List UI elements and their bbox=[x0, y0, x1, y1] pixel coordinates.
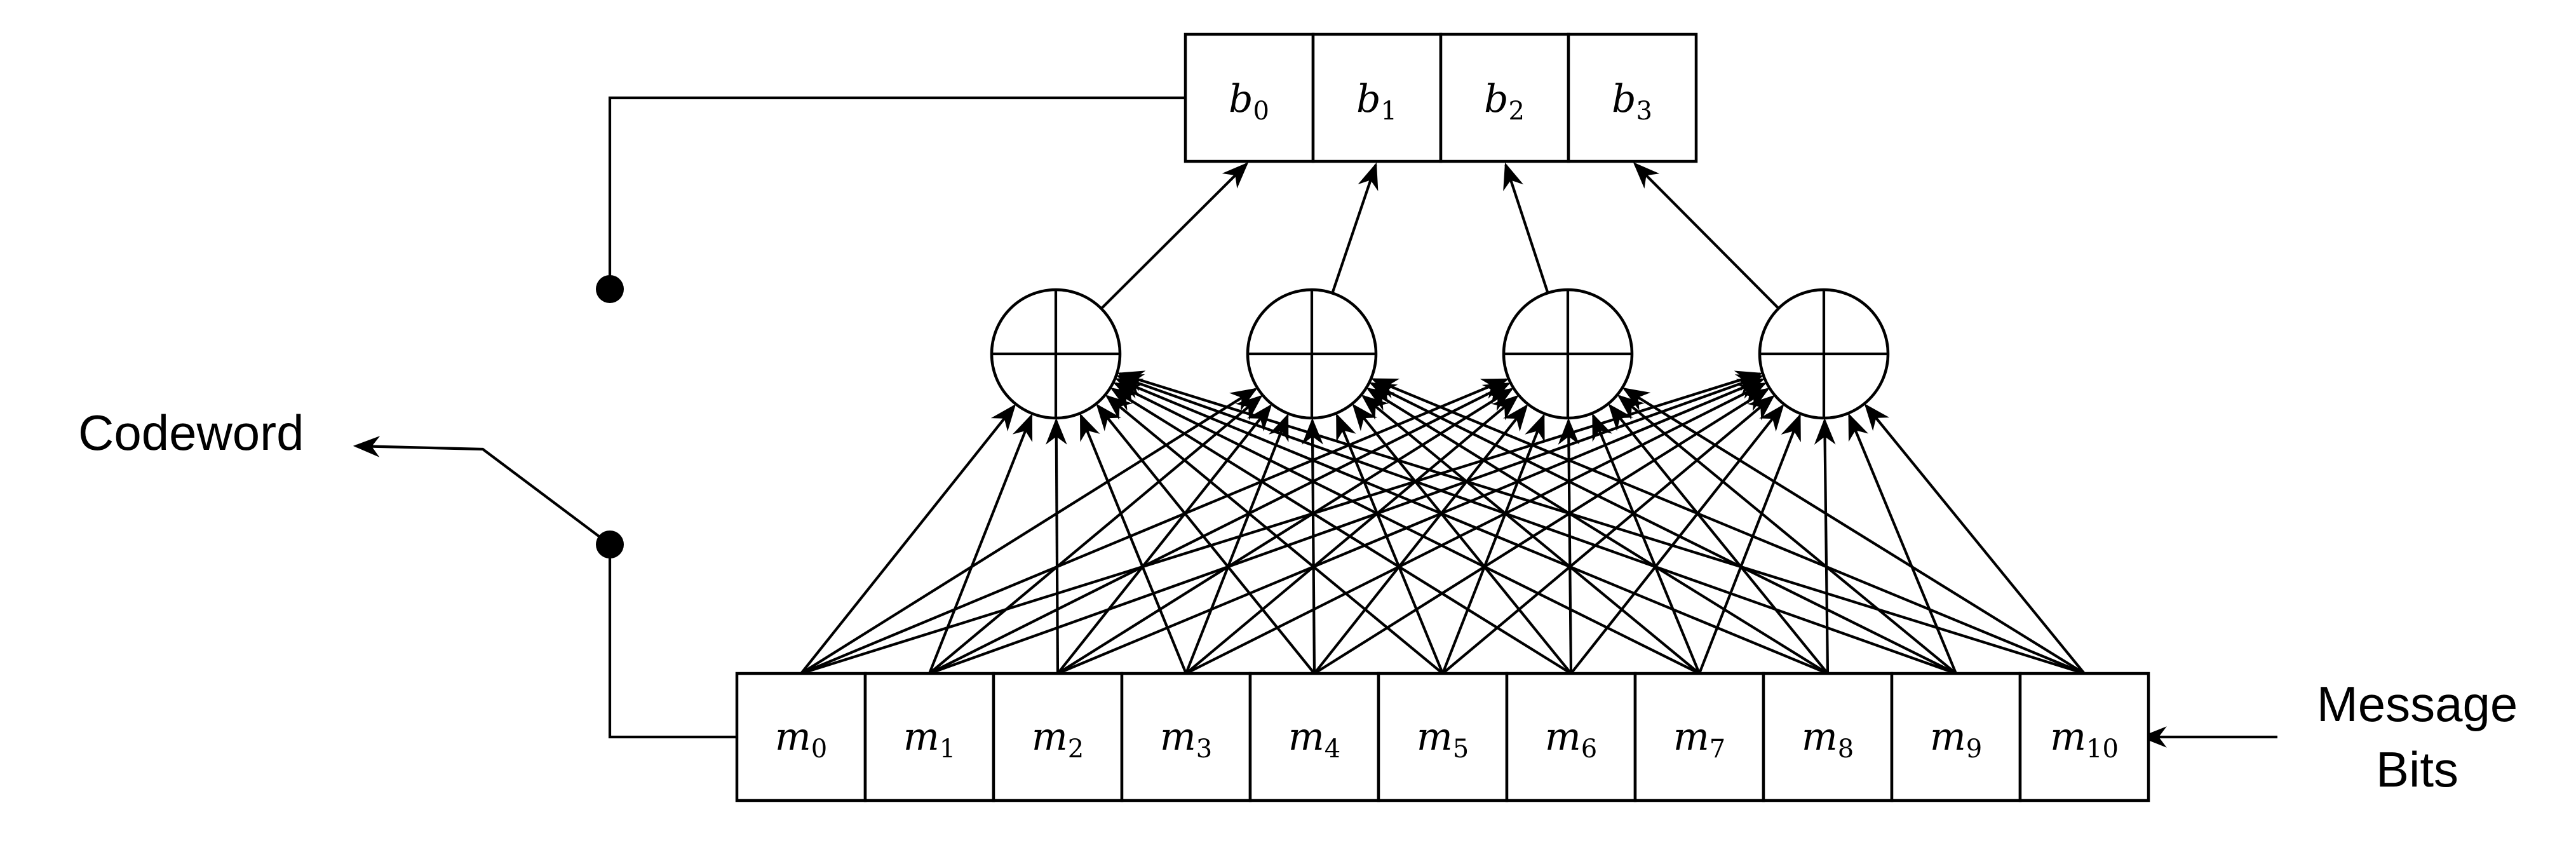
connection-edges bbox=[800, 162, 2086, 675]
edge-message-to-xor bbox=[1185, 395, 1519, 675]
xor-node bbox=[1246, 288, 1378, 420]
edge-xor-to-parity bbox=[1503, 162, 1549, 294]
message-cell: m5 bbox=[1377, 672, 1509, 802]
edge-message-to-xor bbox=[1592, 413, 1701, 674]
edge-message-to-xor bbox=[800, 403, 1016, 675]
edge-xor-to-parity bbox=[1633, 162, 1780, 309]
edge-message-to-xor bbox=[1056, 403, 1272, 675]
edge-message-to-xor bbox=[1335, 413, 1444, 674]
xor-node bbox=[1502, 288, 1634, 420]
svg-text:m4: m4 bbox=[1288, 715, 1340, 764]
message-cell: m9 bbox=[1890, 672, 2022, 802]
edge-message-to-xor bbox=[1185, 382, 1767, 675]
edge-xor-to-parity bbox=[1100, 162, 1249, 310]
edge-message-to-xor bbox=[928, 395, 1263, 675]
svg-text:m2: m2 bbox=[1032, 715, 1084, 764]
xor-node bbox=[990, 288, 1122, 420]
edge-message-to-xor bbox=[800, 378, 1509, 675]
edge-message-to-xor bbox=[800, 370, 1763, 675]
parity-cell: b0 bbox=[1183, 32, 1315, 163]
edge-message-to-xor bbox=[1848, 413, 1957, 674]
message-bits-label-line2: Bits bbox=[2376, 741, 2458, 797]
edge-message-to-xor bbox=[1079, 413, 1187, 674]
edge-message-to-xor bbox=[928, 413, 1033, 674]
parity-cell: b2 bbox=[1439, 32, 1570, 163]
edge-message-to-xor bbox=[1056, 388, 1514, 675]
svg-text:m7: m7 bbox=[1673, 715, 1725, 764]
parity-register: b0 b1 b2 b3 bbox=[1183, 32, 1698, 163]
edge-message-to-xor bbox=[1096, 403, 1316, 675]
switch-contact-upper bbox=[596, 275, 624, 303]
edge-message-to-xor bbox=[1608, 403, 1829, 675]
edge-message-to-xor bbox=[1313, 403, 1528, 675]
edge-message-to-xor bbox=[1371, 378, 2085, 675]
edge-message-to-xor bbox=[1302, 417, 1323, 674]
edge-message-to-xor bbox=[1369, 382, 1957, 675]
svg-text:m8: m8 bbox=[1802, 715, 1854, 764]
edge-message-to-xor bbox=[1352, 403, 1572, 675]
edge-message-to-xor bbox=[1617, 395, 1957, 675]
edge-message-to-xor bbox=[1115, 378, 1828, 675]
edge-message-to-xor bbox=[1570, 404, 1784, 675]
edge-message-to-xor bbox=[1441, 395, 1775, 675]
svg-text:b1: b1 bbox=[1356, 77, 1397, 126]
svg-text:b0: b0 bbox=[1229, 77, 1269, 126]
message-cell: m7 bbox=[1633, 672, 1765, 802]
edge-message-to-xor bbox=[800, 388, 1258, 675]
edge-message-to-xor bbox=[1864, 403, 2086, 675]
message-register: m0 m1 m2 m3 m4 m5 bbox=[735, 672, 2150, 802]
edge-message-to-xor bbox=[1185, 413, 1289, 674]
message-cell: m4 bbox=[1248, 672, 1380, 802]
edge-message-to-xor bbox=[929, 374, 1764, 675]
message-cell: m0 bbox=[735, 672, 867, 802]
edge-message-to-xor bbox=[1698, 413, 1801, 674]
xor-nodes bbox=[990, 288, 1890, 420]
svg-text:m0: m0 bbox=[775, 715, 827, 764]
edge-message-to-xor bbox=[1441, 413, 1545, 674]
edge-message-to-xor bbox=[1057, 378, 1765, 675]
codeword-arrow bbox=[353, 436, 611, 546]
message-cell: m6 bbox=[1505, 672, 1637, 802]
codeword-wiring bbox=[353, 96, 1185, 739]
edge-message-to-xor bbox=[1110, 388, 1572, 675]
svg-text:m6: m6 bbox=[1545, 715, 1597, 764]
message-cell: m3 bbox=[1120, 672, 1252, 802]
svg-text:b2: b2 bbox=[1484, 77, 1525, 126]
message-bits-label-line1: Message bbox=[2317, 676, 2518, 732]
message-cell: m1 bbox=[863, 672, 995, 802]
edge-message-to-xor bbox=[929, 382, 1511, 675]
edge-message-to-xor bbox=[1814, 417, 1836, 674]
svg-text:m9: m9 bbox=[1930, 715, 1982, 764]
edge-message-to-xor bbox=[1046, 417, 1067, 674]
edge-message-to-xor bbox=[1361, 395, 1701, 675]
edge-message-to-xor bbox=[1313, 388, 1770, 675]
message-cell: m2 bbox=[992, 672, 1124, 802]
edge-message-to-xor bbox=[1622, 388, 2086, 675]
xor-node bbox=[1758, 288, 1890, 420]
svg-text:m10: m10 bbox=[2050, 715, 2119, 764]
edge-message-to-xor bbox=[1558, 417, 1580, 674]
message-cell: m8 bbox=[1762, 672, 1894, 802]
svg-text:m1: m1 bbox=[903, 715, 955, 764]
svg-text:m3: m3 bbox=[1160, 715, 1212, 764]
message-cell: m10 bbox=[2018, 672, 2150, 802]
parity-cell: b3 bbox=[1567, 32, 1698, 163]
parity-cell: b1 bbox=[1311, 32, 1443, 163]
codeword-label: Codeword bbox=[78, 405, 304, 461]
svg-text:m5: m5 bbox=[1417, 715, 1469, 764]
edge-xor-to-parity bbox=[1331, 162, 1379, 294]
svg-text:b3: b3 bbox=[1612, 77, 1652, 126]
edge-message-to-xor bbox=[1366, 388, 1829, 675]
edge-message-to-xor bbox=[1117, 370, 2085, 675]
